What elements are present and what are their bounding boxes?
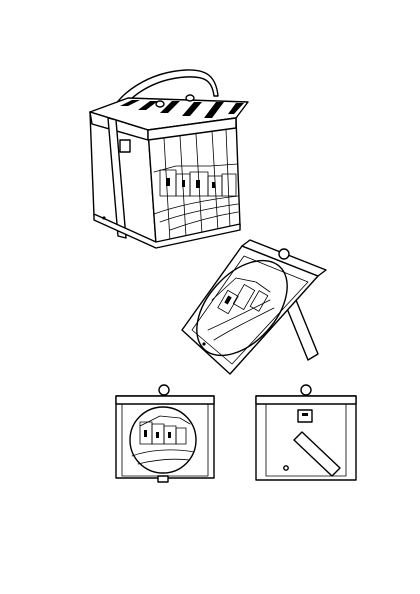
front-hanger-ring	[158, 384, 170, 396]
stand-frame-rivet	[202, 342, 206, 346]
box-handle	[107, 69, 219, 121]
back-stand-bar	[293, 431, 341, 477]
stand-oval-picture	[196, 259, 288, 357]
front-frame-stem	[157, 475, 169, 483]
box-handle-knob-left	[155, 100, 165, 108]
box-strap	[107, 117, 127, 239]
box-lid-rim-front	[147, 117, 237, 141]
back-screw	[283, 465, 289, 471]
framed-front	[115, 384, 215, 483]
front-frame-top-bar	[115, 395, 215, 405]
back-stand-clip-slot	[302, 413, 308, 416]
stand-picture-sketch	[207, 277, 275, 341]
box-strap-buckle	[119, 139, 131, 153]
front-picture-sketch	[131, 415, 195, 465]
tilted-stand-frame	[181, 239, 327, 375]
box-town-sketch	[153, 163, 239, 231]
back-frame-inner	[265, 403, 347, 477]
box-base-rivet	[102, 216, 106, 220]
stand-hanger-ring	[278, 248, 290, 260]
box-handle-knob-right	[185, 94, 195, 102]
back-frame-top-bar	[255, 395, 357, 405]
carry-box	[89, 69, 249, 249]
back-hanger-ring	[300, 384, 312, 396]
box-base	[93, 213, 241, 249]
framed-back	[255, 384, 357, 481]
stand-frame-inner-lip	[191, 255, 309, 365]
box-top-stripes	[120, 100, 244, 118]
stand-leg	[285, 299, 319, 361]
front-round-picture	[129, 406, 197, 474]
